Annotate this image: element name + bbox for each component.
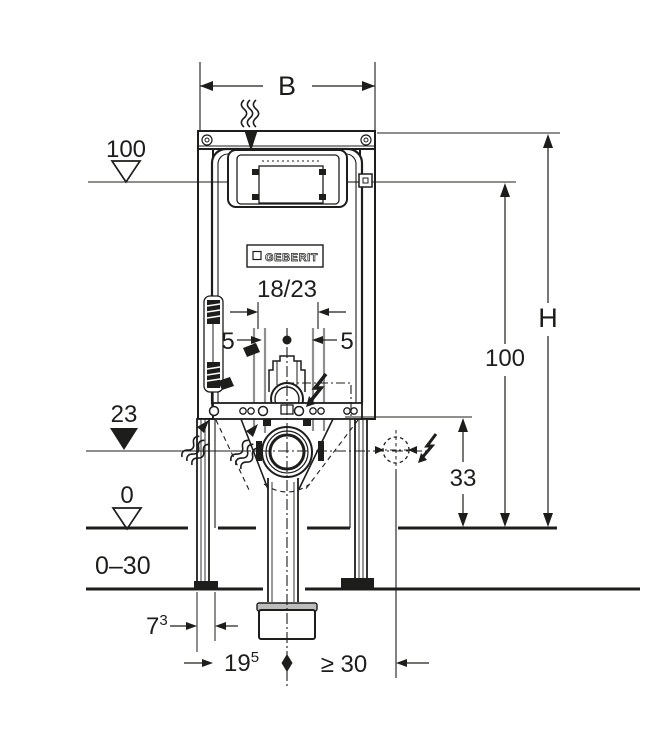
dimension-front-offset: 73 [146,592,238,652]
centerline-diamond [281,654,293,672]
dim-label-right-100: 100 [485,345,525,372]
floor-range-label: 0–30 [95,552,151,580]
outlet-bend [256,426,324,478]
level-label-0: 0 [120,482,133,509]
power-point-icon [375,430,417,470]
dimension-pipe-offsets: 5 5 [221,328,353,355]
dimension-right-100: 100 [485,183,525,527]
dim-label-b: B [278,71,296,101]
level-marker-23: 23 [110,401,138,450]
level-marker-100: 100 [88,136,516,184]
dimension-side-clearance: ≥ 30 [321,470,429,678]
electrical-zone-boundary [285,382,352,416]
dim-label-clearance: ≥ 30 [321,651,368,678]
dim-label-5-left: 5 [221,328,234,355]
drain-pipe [256,478,318,640]
dim-label-19-5: 195 [224,649,259,677]
dimension-33: 33 [345,416,477,527]
dimension-width-b: B [199,62,376,131]
water-supply-icon-left [179,420,213,468]
inspection-opening [227,149,348,208]
pipe-elbow [243,343,260,357]
dim-label-33: 33 [450,465,477,492]
level-label-23: 23 [111,401,138,428]
flash-icon-small [418,433,438,463]
water-inlet-icon [240,99,260,151]
frame-leg-right [354,418,368,584]
dimension-height-h: H [377,132,560,527]
level-marker-0: 0 [111,482,143,531]
flash-icon [306,372,328,407]
water-connection-left [208,405,220,417]
wall-anchor-point [358,173,373,188]
level-label-100: 100 [106,136,146,163]
foot-plate-right [341,578,374,588]
foot-plate-left [194,581,218,589]
water-connection-center [257,405,269,417]
centerline-dot [282,335,292,345]
dim-label-7-3: 73 [146,612,168,640]
dimension-outlet-offset: 195 [184,649,293,677]
dim-label-5-right: 5 [340,328,353,355]
dim-label-inset: 18/23 [257,276,317,303]
brand-logo-text: GEBERIT [265,252,318,264]
dim-label-h: H [538,303,558,333]
floor-lines [86,526,640,591]
water-supply-hose [203,295,224,404]
geberit-logo: GEBERIT [246,244,324,268]
pipe-elbow [218,377,234,390]
water-supply-icon-center [228,424,262,472]
dimension-inset: 18/23 [230,276,346,329]
